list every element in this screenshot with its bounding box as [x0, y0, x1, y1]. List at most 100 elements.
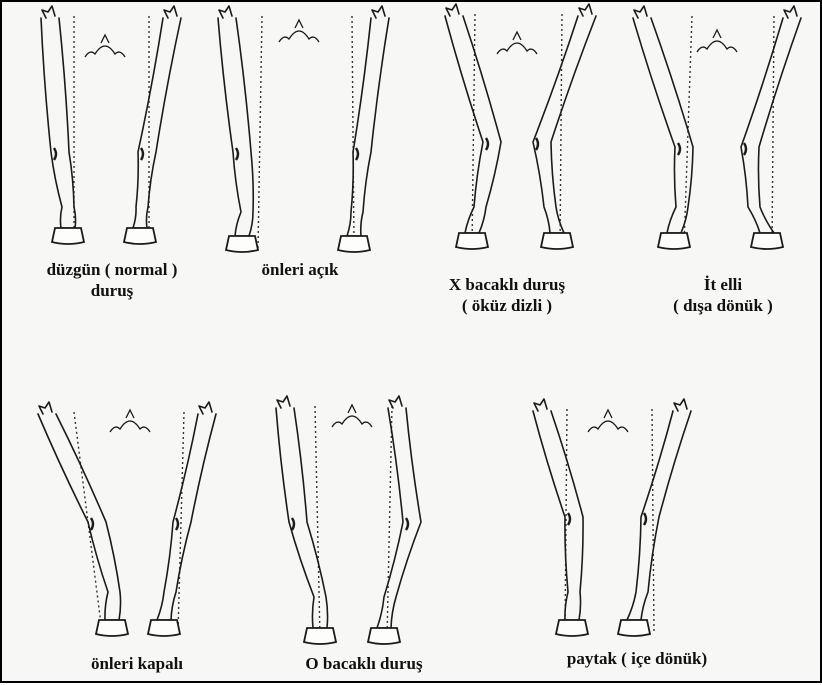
figure-toed-in: [533, 399, 691, 636]
left-hoof: [96, 620, 128, 636]
brisket-line: [85, 46, 125, 57]
left-knee-mark: [292, 518, 294, 530]
left-leg: [633, 18, 693, 233]
figure-normal: [41, 6, 181, 244]
plumb-line: [652, 409, 654, 632]
caption-o-legged: O bacaklı duruş: [264, 653, 464, 674]
brisket-line: [279, 31, 319, 42]
plumb-line: [315, 406, 320, 638]
right-hoof: [338, 236, 370, 252]
right-leg: [533, 16, 596, 233]
figure-toed-out: [633, 6, 801, 249]
left-leg-top: [219, 6, 232, 18]
brisket-line: [697, 41, 737, 52]
right-leg: [133, 18, 181, 228]
caption-toed-out-line-2: ( dışa dönük ): [628, 295, 818, 316]
left-leg-top: [277, 396, 290, 408]
left-knee-mark: [568, 513, 570, 525]
caption-narrow: önleri kapalı: [47, 653, 227, 674]
right-leg: [741, 18, 801, 233]
left-leg: [218, 18, 253, 236]
left-leg-top: [39, 402, 52, 414]
caption-normal-line-2: duruş: [2, 280, 222, 301]
caption-toed-in: paytak ( içe dönük): [517, 648, 757, 669]
right-hoof: [124, 228, 156, 244]
caption-o-legged-line-1: O bacaklı duruş: [264, 653, 464, 674]
figure-narrow: [38, 402, 216, 636]
right-leg: [377, 408, 421, 628]
left-leg: [38, 414, 121, 620]
brisket-line: [110, 421, 150, 432]
caption-x-legged-line-1: X bacaklı duruş: [407, 274, 607, 295]
right-knee-mark: [176, 518, 178, 530]
plumb-line: [560, 14, 562, 246]
caption-toed-in-line-1: paytak ( içe dönük): [517, 648, 757, 669]
right-leg-top: [389, 396, 402, 408]
figure-o-legged: [276, 396, 421, 644]
left-hoof: [226, 236, 258, 252]
caption-x-legged: X bacaklı duruş ( öküz dizli ): [407, 274, 607, 316]
right-knee-mark: [356, 148, 358, 160]
left-leg-top: [534, 399, 547, 411]
caption-normal-line-1: düzgün ( normal ): [2, 259, 222, 280]
left-leg: [41, 18, 76, 228]
left-knee-mark: [678, 143, 680, 155]
plumb-line: [352, 16, 354, 248]
right-leg-top: [372, 6, 385, 18]
left-knee-mark: [486, 138, 488, 150]
left-leg-top: [42, 6, 55, 18]
brisket-peak: [604, 410, 612, 418]
left-leg-top: [446, 4, 459, 16]
brisket-peak: [513, 32, 521, 40]
right-leg-top: [784, 6, 797, 18]
brisket-line: [588, 421, 628, 432]
left-hoof: [456, 233, 488, 249]
right-knee-mark: [644, 513, 646, 525]
brisket-peak: [126, 410, 134, 418]
brisket-peak: [295, 20, 303, 28]
right-hoof: [368, 628, 400, 644]
left-hoof: [52, 228, 84, 244]
left-leg-top: [634, 6, 647, 18]
right-knee-mark: [744, 143, 746, 155]
caption-normal: düzgün ( normal ) duruş: [2, 259, 222, 301]
right-leg-top: [579, 4, 592, 16]
right-knee-mark: [141, 148, 143, 160]
right-leg-top: [199, 402, 212, 414]
right-hoof: [618, 620, 650, 636]
brisket-line: [497, 43, 537, 54]
right-leg: [627, 411, 691, 620]
left-knee-mark: [54, 148, 56, 160]
caption-wide: önleri açık: [220, 259, 380, 280]
caption-wide-line-1: önleri açık: [220, 259, 380, 280]
plumb-line: [258, 16, 262, 248]
left-knee-mark: [91, 518, 93, 530]
left-leg: [533, 411, 583, 620]
caption-x-legged-line-2: ( öküz dizli ): [407, 295, 607, 316]
right-knee-mark: [406, 518, 408, 530]
figure-wide: [218, 6, 389, 252]
right-hoof: [148, 620, 180, 636]
brisket-peak: [713, 30, 721, 38]
brisket-peak: [348, 405, 356, 413]
brisket-peak: [101, 35, 109, 43]
figure-x-legged: [445, 4, 596, 249]
right-hoof: [751, 233, 783, 249]
right-leg: [157, 414, 216, 620]
caption-toed-out: İt elli ( dışa dönük ): [628, 274, 818, 316]
right-knee-mark: [536, 138, 538, 150]
caption-narrow-line-1: önleri kapalı: [47, 653, 227, 674]
left-leg: [276, 408, 328, 628]
right-leg-top: [674, 399, 687, 411]
right-hoof: [541, 233, 573, 249]
plumb-line: [387, 406, 392, 638]
brisket-line: [332, 416, 372, 427]
left-hoof: [304, 628, 336, 644]
left-knee-mark: [236, 148, 238, 160]
left-hoof: [658, 233, 690, 249]
caption-toed-out-line-1: İt elli: [628, 274, 818, 295]
right-leg-top: [164, 6, 177, 18]
left-hoof: [556, 620, 588, 636]
